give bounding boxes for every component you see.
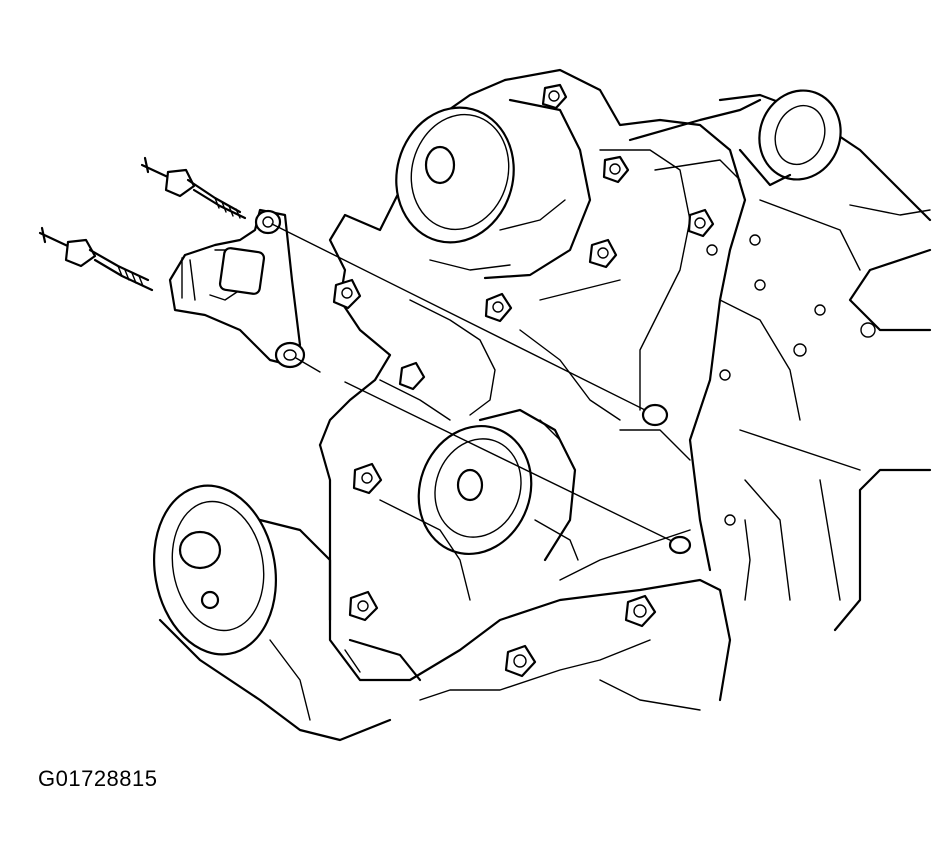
crankshaft-pulley <box>152 484 392 742</box>
thermostat-housing <box>628 89 842 187</box>
mounting-stud-lower <box>38 226 154 292</box>
timing-cover <box>318 68 747 572</box>
bolt-11 <box>504 644 537 678</box>
alignment-lines <box>271 223 692 555</box>
water-pump-pulley <box>395 98 592 280</box>
bolt-2 <box>602 155 630 184</box>
bolt-3 <box>588 238 618 269</box>
bolt-5 <box>484 292 513 323</box>
bolt-8 <box>352 462 383 495</box>
idler-pulley <box>417 408 579 562</box>
figure-id-label: G01728815 <box>38 766 158 791</box>
accessory-bracket <box>168 208 306 369</box>
mounting-stud-upper <box>140 156 247 220</box>
engine-block <box>706 93 932 632</box>
bolt-9 <box>348 590 379 622</box>
cover-bolts <box>332 83 715 678</box>
bolt-10 <box>624 594 657 628</box>
lower-bracket <box>318 443 751 711</box>
bolt-4 <box>687 208 715 238</box>
bolt-6 <box>332 278 362 310</box>
bolt-1 <box>541 83 568 110</box>
bolt-7 <box>398 361 426 391</box>
